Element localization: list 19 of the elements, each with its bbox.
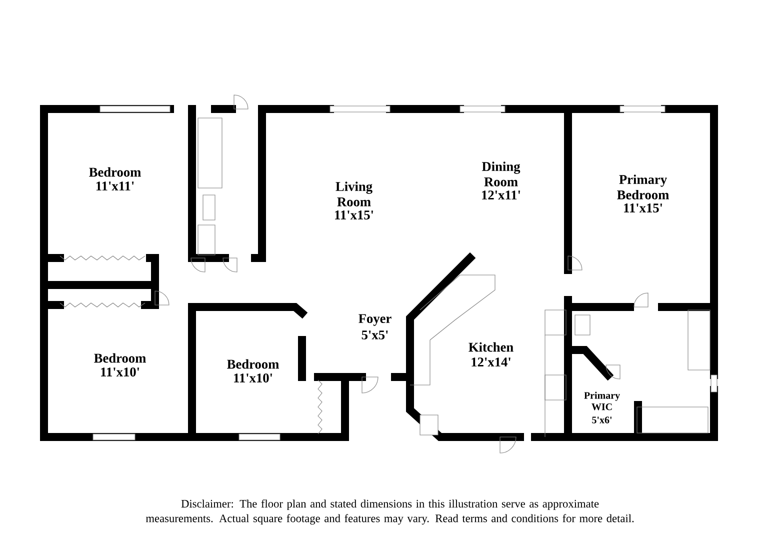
room-label: Foyer xyxy=(358,314,392,326)
room-label: Living Room xyxy=(336,182,372,206)
room-label: 5'x5' xyxy=(362,330,388,340)
room-label: Bedroom xyxy=(89,167,141,177)
room-label: Kitchen xyxy=(468,342,514,352)
room-label: 12'x14' xyxy=(472,358,510,366)
room-label: Bedroom xyxy=(227,359,279,369)
room-label: 12'x11' xyxy=(482,190,520,200)
room-label: 11'x15' xyxy=(624,204,662,212)
room-label: 5'x6' xyxy=(592,416,612,424)
room-label: Primary WIC xyxy=(584,392,620,410)
room-label: 11'x10' xyxy=(101,368,139,376)
room-label: Bedroom xyxy=(94,353,146,363)
room-label: Dining Room xyxy=(482,162,520,186)
room-label: Primary Bedroom xyxy=(617,174,669,200)
disclaimer-text: Disclaimer: The floor plan and stated dimensions in this illustration serve as approximate measurements. Actual square footage and features may vary. Read terms and conditions for more detail. xyxy=(146,499,634,525)
room-label: 11'x10' xyxy=(234,374,272,382)
room-label: 11'x15' xyxy=(335,210,373,220)
room-label: 11'x11' xyxy=(96,182,134,190)
